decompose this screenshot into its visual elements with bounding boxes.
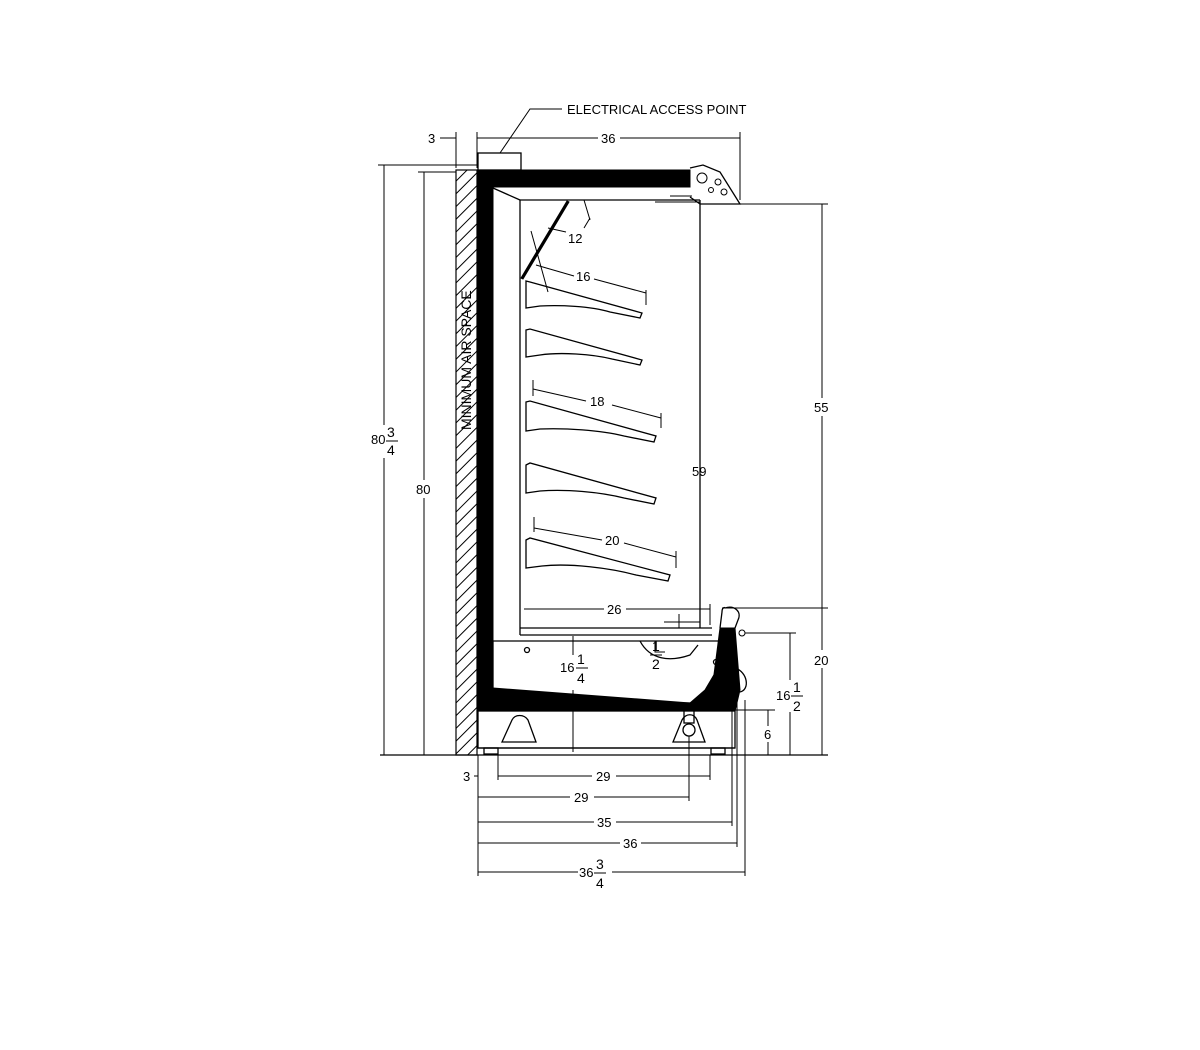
dim-half: 1 2 xyxy=(650,638,662,672)
dim-inner-height: 59 xyxy=(692,464,706,479)
dim-base-height: 16 1 4 xyxy=(560,651,588,686)
svg-text:4: 4 xyxy=(596,875,604,891)
dim-deck-depth: 26 xyxy=(607,602,621,617)
wall-label: MINIMUM AIR SPACE xyxy=(458,290,474,430)
svg-text:16: 16 xyxy=(560,660,574,675)
shelf-2 xyxy=(525,328,643,366)
dim-bottom-29a: 29 xyxy=(596,769,610,784)
dim-bottom-29b: 29 xyxy=(574,790,588,805)
electrical-access-box xyxy=(477,152,522,171)
dim-overall-height: 80 3 4 xyxy=(371,424,398,458)
dim-top-gap: 3 xyxy=(428,131,435,146)
svg-text:36: 36 xyxy=(579,865,593,880)
svg-text:1: 1 xyxy=(652,638,660,654)
shelf-5 xyxy=(525,537,671,582)
dim-shelf5-width: 20 xyxy=(605,533,619,548)
svg-text:3: 3 xyxy=(387,424,395,440)
dim-front-low: 6 xyxy=(764,727,771,742)
wall xyxy=(455,169,478,756)
svg-text:3: 3 xyxy=(596,856,604,872)
svg-text:4: 4 xyxy=(577,670,585,686)
svg-text:2: 2 xyxy=(793,698,801,714)
shelf-1 xyxy=(525,280,643,319)
dim-bottom-total: 36 3 4 xyxy=(579,856,606,891)
svg-text:2: 2 xyxy=(652,656,660,672)
dimension-lines xyxy=(378,108,828,876)
dim-shelf1-depth: 12 xyxy=(568,231,582,246)
shelf-4 xyxy=(525,462,657,505)
svg-text:80: 80 xyxy=(371,432,385,447)
dim-bottom-36: 36 xyxy=(623,836,637,851)
dim-front-height: 16 1 2 xyxy=(776,679,803,714)
svg-text:1: 1 xyxy=(577,651,585,667)
electrical-access-label: ELECTRICAL ACCESS POINT xyxy=(567,102,746,117)
svg-text:4: 4 xyxy=(387,442,395,458)
svg-text:1: 1 xyxy=(793,679,801,695)
case-body xyxy=(380,169,828,756)
dim-shelf3-width: 18 xyxy=(590,394,604,409)
dim-top-width: 36 xyxy=(601,131,615,146)
canopy-light-fixture xyxy=(655,164,742,205)
dim-height-80: 80 xyxy=(416,482,430,497)
dim-upper-height: 55 xyxy=(814,400,828,415)
dim-bottom-35: 35 xyxy=(597,815,611,830)
dim-bottom-gap: 3 xyxy=(463,769,470,784)
shelves xyxy=(520,200,671,582)
dim-lower-height: 20 xyxy=(814,653,828,668)
shelf-3 xyxy=(525,400,657,443)
svg-text:16: 16 xyxy=(776,688,790,703)
dim-shelf1-width: 16 xyxy=(576,269,590,284)
